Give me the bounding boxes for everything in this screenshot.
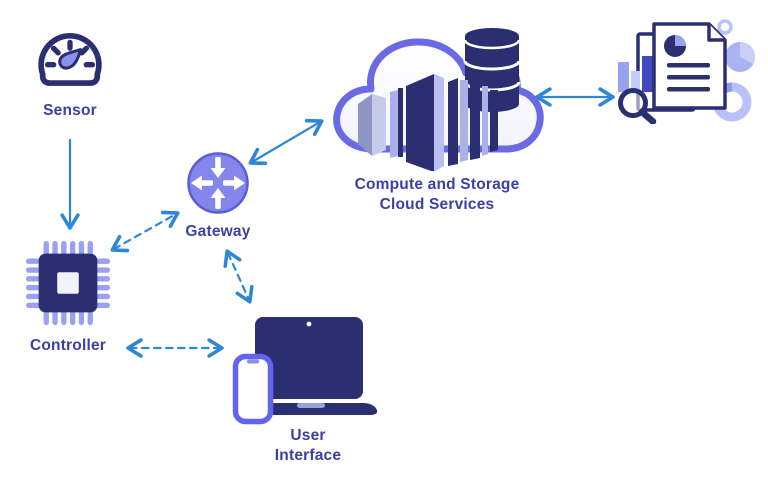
cloud-icon bbox=[333, 28, 544, 171]
gauge-icon bbox=[38, 33, 102, 86]
pie-chart-icon bbox=[664, 35, 686, 57]
decorative-circle-icon bbox=[717, 19, 733, 35]
text-lines-icon bbox=[667, 63, 710, 92]
smartphone-icon bbox=[232, 353, 274, 425]
analytics-node bbox=[612, 14, 762, 124]
controller-node: Controller bbox=[6, 238, 130, 356]
router-icon bbox=[187, 152, 249, 214]
sensor-node: Sensor bbox=[8, 22, 132, 121]
report-document-icon bbox=[652, 22, 727, 110]
user-interface-label: User Interface bbox=[274, 427, 342, 464]
magnifier-icon bbox=[618, 88, 657, 124]
gateway-label: Gateway bbox=[185, 223, 251, 240]
chip-icon bbox=[25, 240, 111, 326]
controller-label: Controller bbox=[29, 337, 107, 354]
edge-gateway-user-interface bbox=[223, 249, 254, 304]
pie-chart-bg-icon bbox=[725, 42, 755, 72]
server-icon bbox=[358, 74, 498, 171]
cloud-services-node: Compute and Storage Cloud Services bbox=[322, 16, 552, 215]
laptop-icon bbox=[247, 317, 378, 415]
analytics-report-icon bbox=[618, 19, 755, 124]
cloud-services-label: Compute and Storage Cloud Services bbox=[354, 176, 520, 213]
sensor-label: Sensor bbox=[43, 102, 97, 119]
gateway-node: Gateway bbox=[168, 151, 268, 242]
user-interface-node: User Interface bbox=[228, 313, 388, 473]
